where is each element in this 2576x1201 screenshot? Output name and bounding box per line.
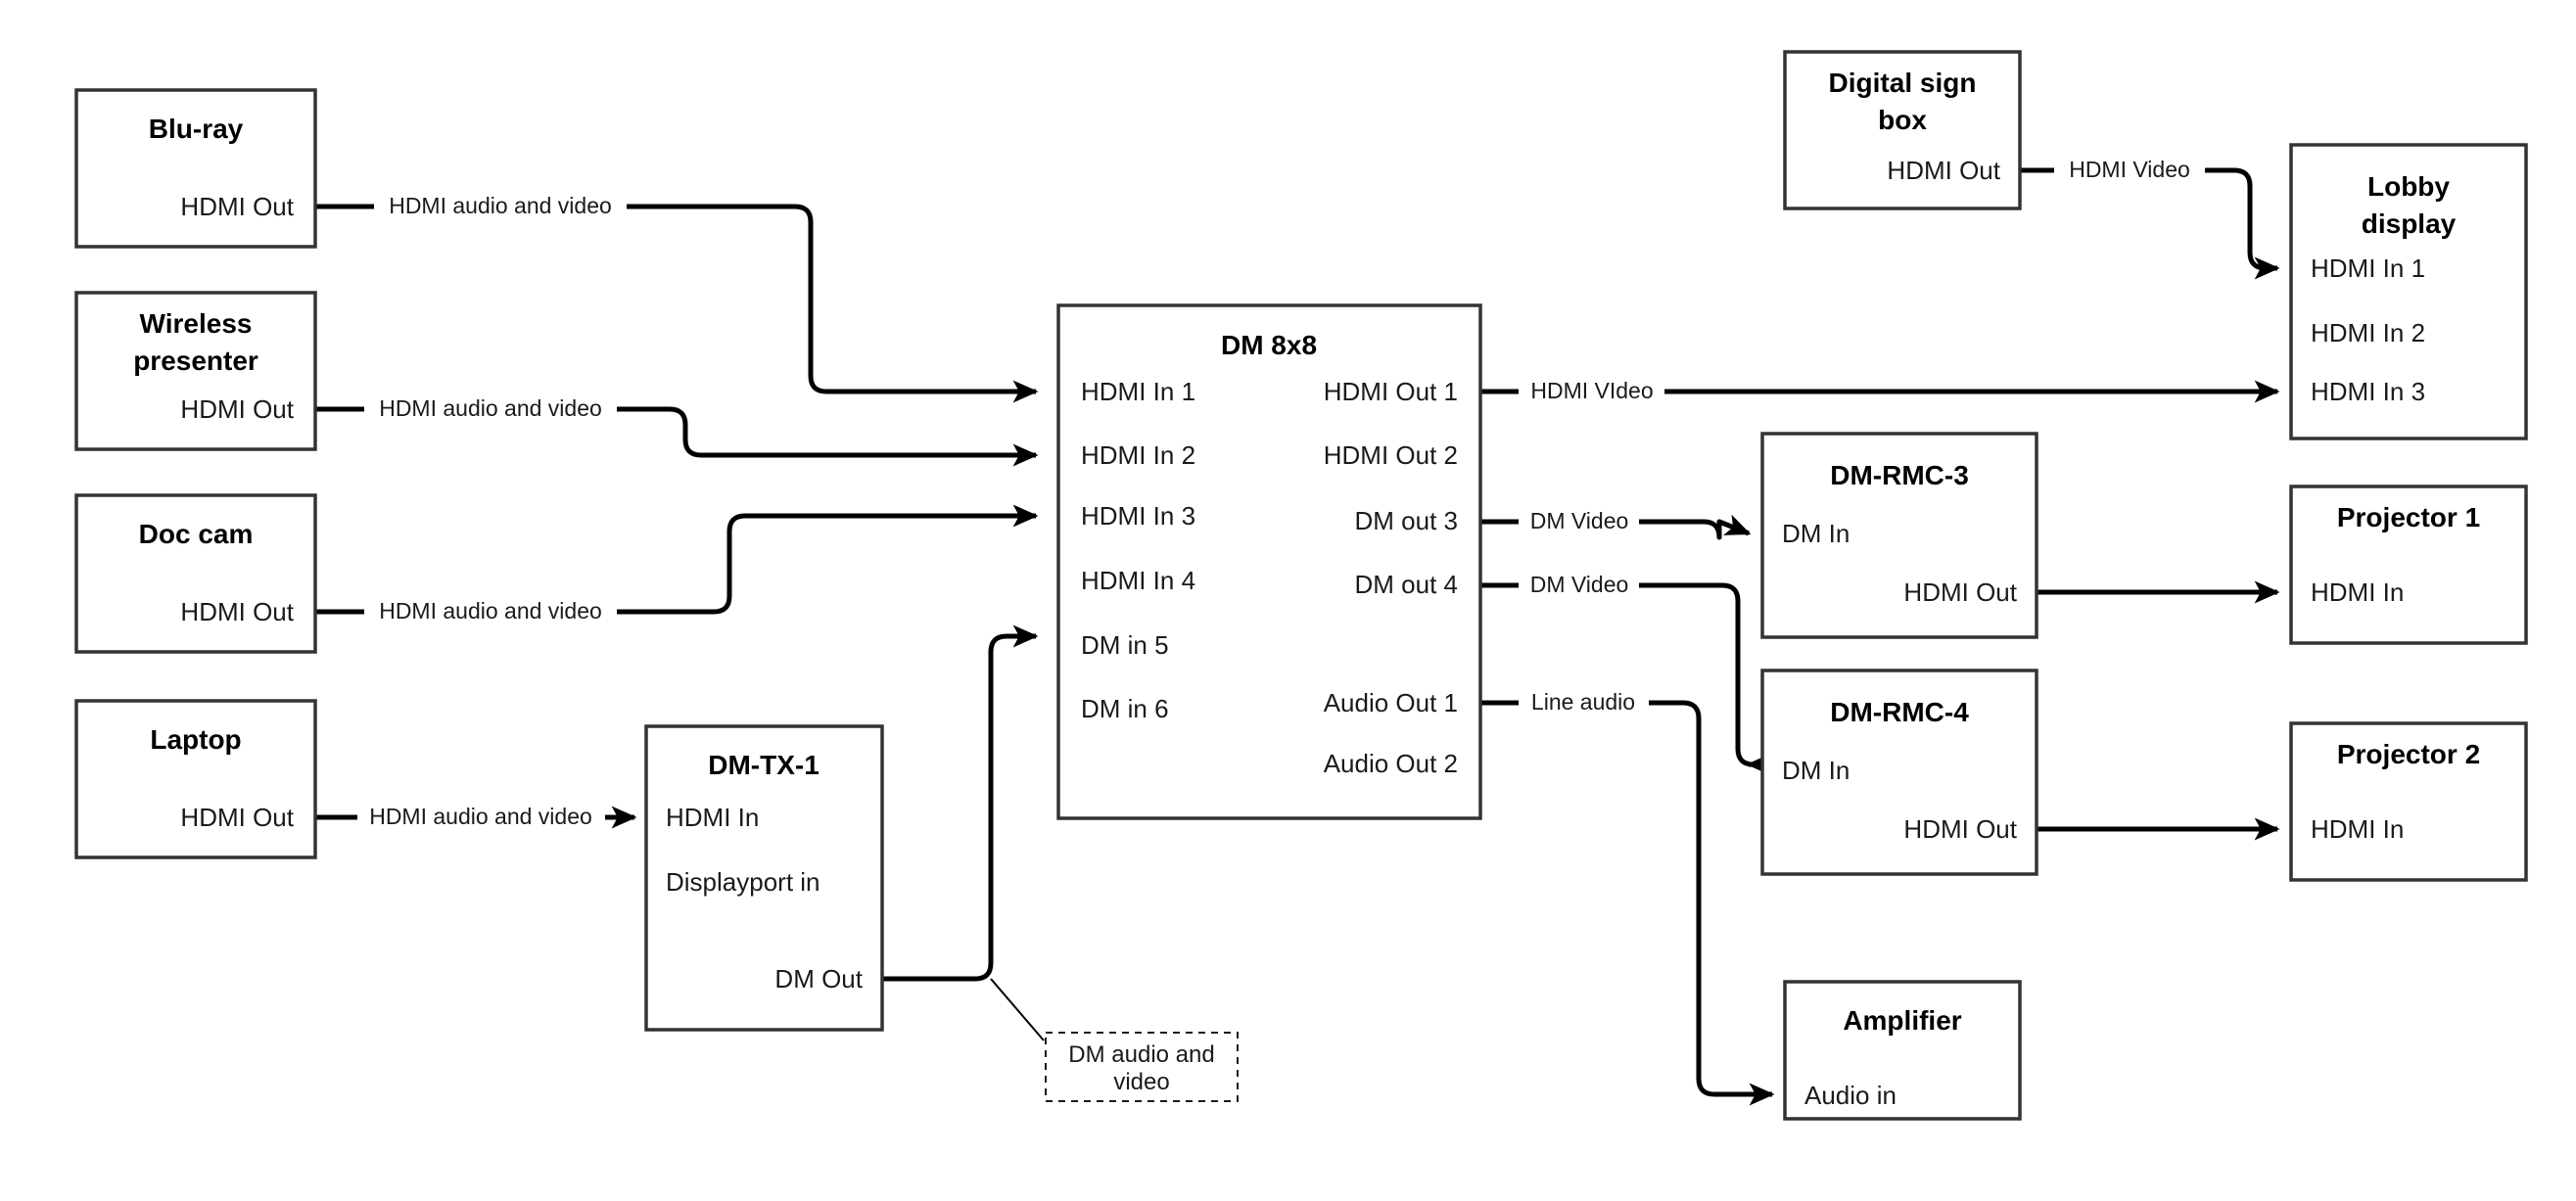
laptop-port-hdmi-out: HDMI Out xyxy=(180,803,294,832)
cable-label-dm-out1: HDMI VIdeo xyxy=(1530,378,1653,403)
projector-1-box[interactable] xyxy=(2289,485,2528,645)
callout-dm-link-line1: DM audio and xyxy=(1068,1041,1214,1068)
lobby-display-title-line1: Lobby xyxy=(2367,171,2450,202)
device-laptop[interactable]: Laptop HDMI Out xyxy=(74,699,317,859)
cable-dm8x8-out1-to-lobby: HDMI VIdeo xyxy=(1480,378,2280,403)
lobby-display-title-line2: display xyxy=(2362,208,2457,239)
dm-rmc-3-title: DM-RMC-3 xyxy=(1830,460,1969,490)
projector-2-box[interactable] xyxy=(2289,721,2528,882)
cable-label-doccam: HDMI audio and video xyxy=(379,598,602,624)
cable-dm8x8-audio-to-amplifier: Line audio xyxy=(1480,689,1775,1106)
device-projector-1[interactable]: Projector 1 HDMI In xyxy=(2289,485,2528,645)
cable-label-laptop: HDMI audio and video xyxy=(369,804,592,829)
doc-cam-title: Doc cam xyxy=(139,519,254,549)
cable-label-bluray: HDMI audio and video xyxy=(389,193,612,218)
device-dm-rmc-4[interactable]: DM-RMC-4 DM In HDMI Out xyxy=(1760,669,2038,876)
dm-8x8-output-audio-out-2: Audio Out 2 xyxy=(1324,749,1458,778)
cable-bluray-to-dm8x8: HDMI audio and video xyxy=(315,193,1039,403)
dm-8x8-input-dm-in-5: DM in 5 xyxy=(1081,630,1169,660)
amplifier-title: Amplifier xyxy=(1843,1005,1961,1036)
lobby-display-port-hdmi-in-1: HDMI In 1 xyxy=(2311,254,2425,283)
cable-dm8x8-out3-to-rmc3: DM Video xyxy=(1480,508,1752,540)
dm-tx-1-port-dm-out: DM Out xyxy=(774,964,863,993)
device-dm-tx-1[interactable]: DM-TX-1 HDMI In Displayport in DM Out xyxy=(644,724,884,1032)
cable-label-line-audio: Line audio xyxy=(1531,689,1635,715)
laptop-title: Laptop xyxy=(150,724,241,755)
callout-dm-link-line2: video xyxy=(1113,1069,1169,1095)
cable-digitalsign-to-lobby: HDMI Video xyxy=(2020,157,2280,280)
device-wireless-presenter[interactable]: Wireless presenter HDMI Out xyxy=(74,291,317,451)
dm-8x8-input-dm-in-6: DM in 6 xyxy=(1081,694,1169,723)
wireless-presenter-title-line1: Wireless xyxy=(140,308,253,339)
dm-8x8-input-hdmi-in-2: HDMI In 2 xyxy=(1081,440,1195,470)
device-bluray[interactable]: Blu-ray HDMI Out xyxy=(74,88,317,249)
projector-2-port-hdmi-in: HDMI In xyxy=(2311,814,2404,844)
digital-sign-box[interactable] xyxy=(1783,50,2022,210)
dm-rmc-4-box[interactable] xyxy=(1760,669,2038,876)
dm-8x8-output-audio-out-1: Audio Out 1 xyxy=(1324,688,1458,717)
device-amplifier[interactable]: Amplifier Audio in xyxy=(1783,980,2022,1121)
dm-tx-1-port-displayport-in: Displayport in xyxy=(666,867,820,897)
digital-sign-title-line2: box xyxy=(1878,105,1927,135)
laptop-box[interactable] xyxy=(74,699,317,859)
cable-dmtx1-to-dm8x8 xyxy=(882,624,1045,1041)
lobby-display-port-hdmi-in-2: HDMI In 2 xyxy=(2311,318,2425,347)
dm-8x8-output-hdmi-out-1: HDMI Out 1 xyxy=(1324,377,1458,406)
cable-label-wireless: HDMI audio and video xyxy=(379,395,602,421)
dm-tx-1-port-hdmi-in: HDMI In xyxy=(666,803,759,832)
cable-label-dm-out4: DM Video xyxy=(1530,572,1629,597)
dm-rmc-3-port-dm-in: DM In xyxy=(1782,519,1850,548)
cable-dm8x8-out4-to-rmc4: DM Video xyxy=(1480,572,1772,776)
bluray-title: Blu-ray xyxy=(149,114,244,144)
dm-8x8-input-hdmi-in-1: HDMI In 1 xyxy=(1081,377,1195,406)
cable-doccam-to-dm8x8: HDMI audio and video xyxy=(315,504,1039,624)
dm-8x8-output-dm-out-3: DM out 3 xyxy=(1355,506,1459,535)
doc-cam-port-hdmi-out: HDMI Out xyxy=(180,597,294,626)
device-dm-8x8[interactable]: DM 8x8 HDMI In 1 HDMI In 2 HDMI In 3 HDM… xyxy=(1056,303,1482,820)
dm-tx-1-box[interactable] xyxy=(644,724,884,1032)
amplifier-box[interactable] xyxy=(1783,980,2022,1121)
amplifier-port-audio-in: Audio in xyxy=(1804,1081,1897,1110)
wireless-presenter-title-line2: presenter xyxy=(133,346,258,376)
dm-8x8-output-dm-out-4: DM out 4 xyxy=(1355,570,1459,599)
device-digital-sign-box[interactable]: Digital sign box HDMI Out xyxy=(1783,50,2022,210)
bluray-port-hdmi-out: HDMI Out xyxy=(180,192,294,221)
dm-rmc-4-port-hdmi-out: HDMI Out xyxy=(1903,814,2017,844)
callout-box-dm-link xyxy=(1045,1032,1239,1102)
dm-rmc-4-title: DM-RMC-4 xyxy=(1830,697,1969,727)
projector-2-title: Projector 2 xyxy=(2337,739,2480,769)
dm-tx-1-title: DM-TX-1 xyxy=(708,750,820,780)
cable-laptop-to-dmtx1: HDMI audio and video xyxy=(315,804,637,829)
device-doc-cam[interactable]: Doc cam HDMI Out xyxy=(74,493,317,654)
projector-1-title: Projector 1 xyxy=(2337,502,2480,532)
dm-8x8-title: DM 8x8 xyxy=(1221,330,1317,360)
cable-label-dm-out3: DM Video xyxy=(1530,508,1629,533)
wireless-presenter-port-hdmi-out: HDMI Out xyxy=(180,394,294,424)
dm-8x8-input-hdmi-in-3: HDMI In 3 xyxy=(1081,501,1195,531)
dm-8x8-input-hdmi-in-4: HDMI In 4 xyxy=(1081,566,1195,595)
digital-sign-port-hdmi-out: HDMI Out xyxy=(1887,156,2000,185)
digital-sign-title-line1: Digital sign xyxy=(1829,68,1977,98)
projector-1-port-hdmi-in: HDMI In xyxy=(2311,577,2404,607)
dm-rmc-3-port-hdmi-out: HDMI Out xyxy=(1903,577,2017,607)
device-dm-rmc-3[interactable]: DM-RMC-3 DM In HDMI Out xyxy=(1760,432,2038,639)
dm-rmc-3-box[interactable] xyxy=(1760,432,2038,639)
lobby-display-box[interactable] xyxy=(2289,143,2528,440)
device-lobby-display[interactable]: Lobby display HDMI In 1 HDMI In 2 HDMI I… xyxy=(2289,143,2528,440)
device-projector-2[interactable]: Projector 2 HDMI In xyxy=(2289,721,2528,882)
dm-rmc-4-port-dm-in: DM In xyxy=(1782,756,1850,785)
callout-dm-audio-and-video: DM audio and video xyxy=(1045,1032,1239,1102)
wireless-presenter-box[interactable] xyxy=(74,291,317,451)
dm-8x8-box[interactable] xyxy=(1056,303,1482,820)
bluray-box[interactable] xyxy=(74,88,317,249)
cable-label-sign-to-lobby: HDMI Video xyxy=(2069,157,2190,182)
lobby-display-port-hdmi-in-3: HDMI In 3 xyxy=(2311,377,2425,406)
doc-cam-box[interactable] xyxy=(74,493,317,654)
dm-8x8-output-hdmi-out-2: HDMI Out 2 xyxy=(1324,440,1458,470)
cable-wireless-to-dm8x8: HDMI audio and video xyxy=(315,395,1039,467)
